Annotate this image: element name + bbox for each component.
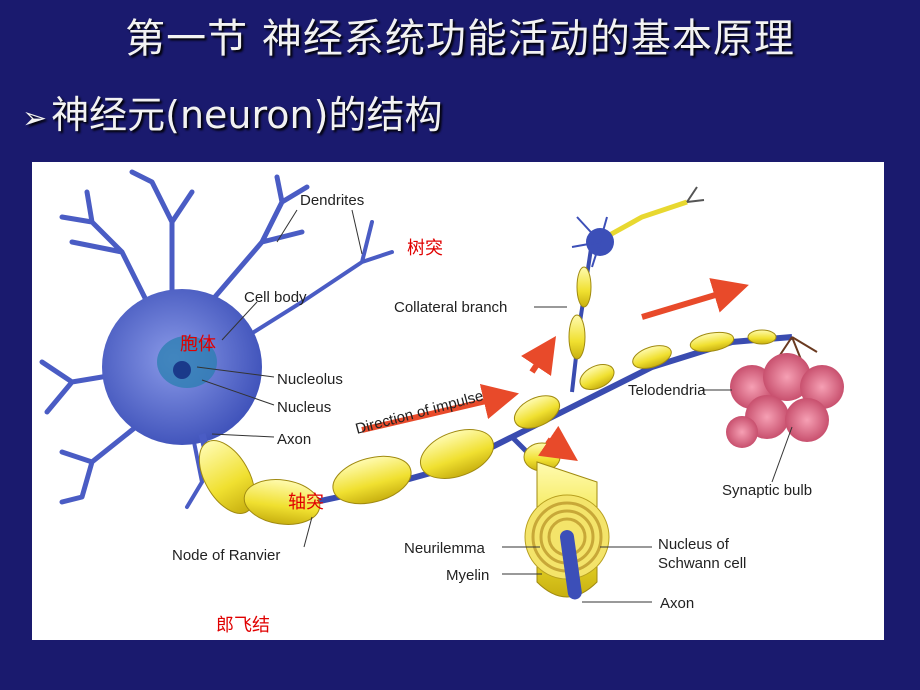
label-nucleus-of: Nucleus of — [658, 536, 730, 553]
leader-lines — [196, 209, 793, 603]
cn-label-dendrite: 树突 — [407, 238, 443, 259]
label-neurilemma: Neurilemma — [404, 540, 486, 557]
label-synaptic-bulb: Synaptic bulb — [722, 482, 812, 499]
collateral-branch-shape — [568, 186, 705, 393]
neuron-diagram-panel: Dendrites Cell body Nucleolus Nucleus Ax… — [32, 162, 884, 640]
label-axon-top: Axon — [277, 431, 311, 448]
label-node-of-ranvier: Node of Ranvier — [172, 547, 280, 564]
label-collateral-branch: Collateral branch — [394, 299, 507, 316]
cn-label-cell-body: 胞体 — [180, 334, 216, 355]
label-telodendria: Telodendria — [628, 382, 706, 399]
label-cell-body: Cell body — [244, 289, 307, 306]
bullet-arrow-icon: ➢ — [22, 101, 48, 136]
nucleolus-shape — [173, 361, 191, 379]
label-nucleolus: Nucleolus — [277, 371, 343, 388]
cn-label-node-ranvier: 郎飞结 — [216, 615, 270, 636]
slide-title: 第一节 神经系统功能活动的基本原理 — [125, 16, 795, 62]
synaptic-bulbs — [726, 336, 844, 448]
label-axon-bottom: Axon — [660, 595, 694, 612]
label-dendrites: Dendrites — [300, 192, 364, 209]
subtitle-text: 神经元(neuron)的结构 — [51, 93, 443, 137]
cn-label-axon: 轴突 — [288, 492, 324, 513]
myelin-sheath-segments — [198, 329, 777, 525]
nucleus-shape — [157, 336, 217, 388]
slide-subtitle: ➢神经元(neuron)的结构 — [22, 84, 442, 139]
label-myelin: Myelin — [446, 567, 489, 584]
dendrites-shape — [39, 169, 394, 509]
impulse-arrows — [361, 278, 749, 462]
label-nucleus: Nucleus — [277, 399, 331, 416]
label-schwann-cell: Schwann cell — [658, 555, 746, 572]
neuron-diagram: Dendrites Cell body Nucleolus Nucleus Ax… — [39, 169, 844, 636]
axon-cross-section — [524, 461, 610, 600]
axon-core — [204, 334, 793, 511]
